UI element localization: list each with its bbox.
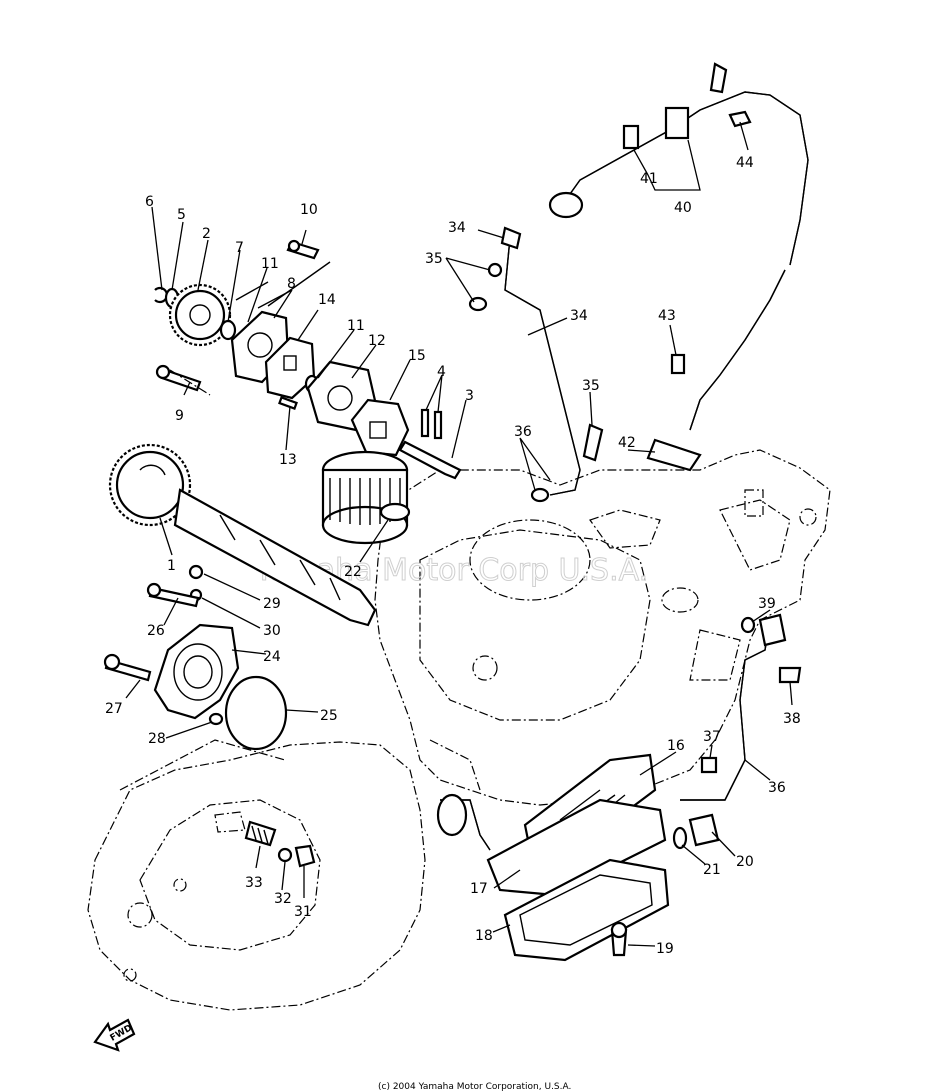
oil-strainer-15 — [350, 398, 410, 457]
filter-cover-group — [103, 582, 288, 751]
union-bolt-34b — [582, 423, 604, 462]
label-42: 42 — [618, 435, 636, 451]
pipe-36-end — [758, 613, 787, 647]
label-29: 30 — [263, 623, 281, 639]
label-26: 27 — [105, 701, 123, 717]
label-35b: 36 — [514, 424, 532, 440]
pin-13 — [278, 396, 298, 410]
label-37: 39 — [758, 596, 776, 612]
label-34a: 34 — [448, 220, 466, 236]
dowel-pin-4b — [433, 410, 443, 440]
label-23: 24 — [263, 649, 281, 665]
clamp-41 — [622, 124, 640, 150]
label-39: 37 — [703, 729, 721, 745]
dowel-pin-4a — [420, 408, 430, 438]
pipe-end-40 — [548, 191, 584, 219]
label-21: 21 — [703, 862, 721, 878]
label-16: 16 — [667, 738, 685, 754]
clip-44 — [709, 62, 728, 94]
bolt-39 — [700, 756, 718, 774]
plug-20 — [688, 813, 720, 847]
spring-32 — [244, 820, 277, 847]
flange-42 — [646, 438, 702, 472]
label-2: 2 — [202, 226, 211, 242]
oil-hose-group — [548, 62, 809, 472]
label-11b: 11 — [347, 318, 365, 334]
label-30: 31 — [294, 904, 312, 920]
forward-arrow: FWD — [93, 1018, 136, 1052]
label-9: 9 — [175, 408, 184, 424]
label-10: 10 — [300, 202, 318, 218]
crankcase — [374, 449, 831, 806]
plug-28 — [188, 564, 204, 580]
label-19: 19 — [656, 941, 674, 957]
leader-lines — [125, 121, 793, 947]
copyright-text: (c) 2004 Yamaha Motor Corporation, U.S.A… — [378, 1082, 571, 1092]
pipe-3 — [398, 440, 462, 480]
ball-31 — [277, 847, 293, 863]
label-8: 8 — [287, 276, 296, 292]
hose-joint — [664, 106, 690, 140]
washer-7 — [219, 319, 237, 341]
label-32: 33 — [245, 875, 263, 891]
label-44: 44 — [736, 155, 754, 171]
label-12: 12 — [368, 333, 386, 349]
plug-30 — [294, 844, 316, 868]
label-24: 25 — [320, 708, 338, 724]
label-13: 13 — [279, 452, 297, 468]
hose-end — [436, 793, 468, 837]
union-bolt-34a — [500, 226, 522, 250]
oring-21 — [672, 826, 688, 850]
crankcase-cover — [87, 739, 426, 1011]
label-28: 29 — [263, 596, 281, 612]
label-6: 6 — [145, 194, 154, 210]
label-7: 7 — [235, 240, 244, 256]
label-14: 14 — [318, 292, 336, 308]
label-31: 32 — [274, 891, 292, 907]
label-36: 36 — [768, 780, 786, 796]
label-43: 43 — [658, 308, 676, 324]
label-11a: 11 — [261, 256, 279, 272]
label-40: 40 — [674, 200, 692, 216]
washer-35a — [487, 262, 503, 278]
oil-pump-assembly — [154, 239, 462, 480]
filter-cover-23 — [153, 623, 240, 720]
label-22: 22 — [344, 564, 362, 580]
oil-pipe-33-group — [468, 226, 604, 503]
relief-valve-group — [244, 820, 316, 868]
label-20: 20 — [736, 854, 754, 870]
oring-37 — [740, 616, 756, 634]
label-4: 4 — [437, 364, 446, 380]
label-15: 15 — [408, 348, 426, 364]
gasket-17 — [486, 798, 667, 897]
label-33: 34 — [570, 308, 588, 324]
oring-24 — [224, 675, 288, 751]
label-35a: 35 — [425, 251, 443, 267]
label-3: 3 — [465, 388, 474, 404]
label-27: 28 — [148, 731, 166, 747]
washer-35c — [530, 487, 550, 503]
oil-pipe-36-group — [672, 613, 802, 850]
sump-plate-18 — [503, 858, 670, 962]
label-41: 41 — [640, 171, 658, 187]
bolt-43 — [670, 353, 686, 375]
bolt-38 — [778, 666, 802, 684]
oil-filter-22 — [321, 450, 411, 545]
oring-27 — [208, 712, 224, 726]
label-17: 17 — [470, 881, 488, 897]
label-18: 18 — [475, 928, 493, 944]
label-1: 1 — [167, 558, 176, 574]
label-5: 5 — [177, 207, 186, 223]
label-38: 38 — [783, 711, 801, 727]
label-34b: 35 — [582, 378, 600, 394]
drive-shaft-assembly — [108, 443, 377, 627]
oil-sump-group — [436, 753, 670, 962]
label-25: 26 — [147, 623, 165, 639]
part-labels: 6 5 2 7 11 8 14 11 12 15 4 3 10 9 13 1 2… — [105, 155, 801, 957]
